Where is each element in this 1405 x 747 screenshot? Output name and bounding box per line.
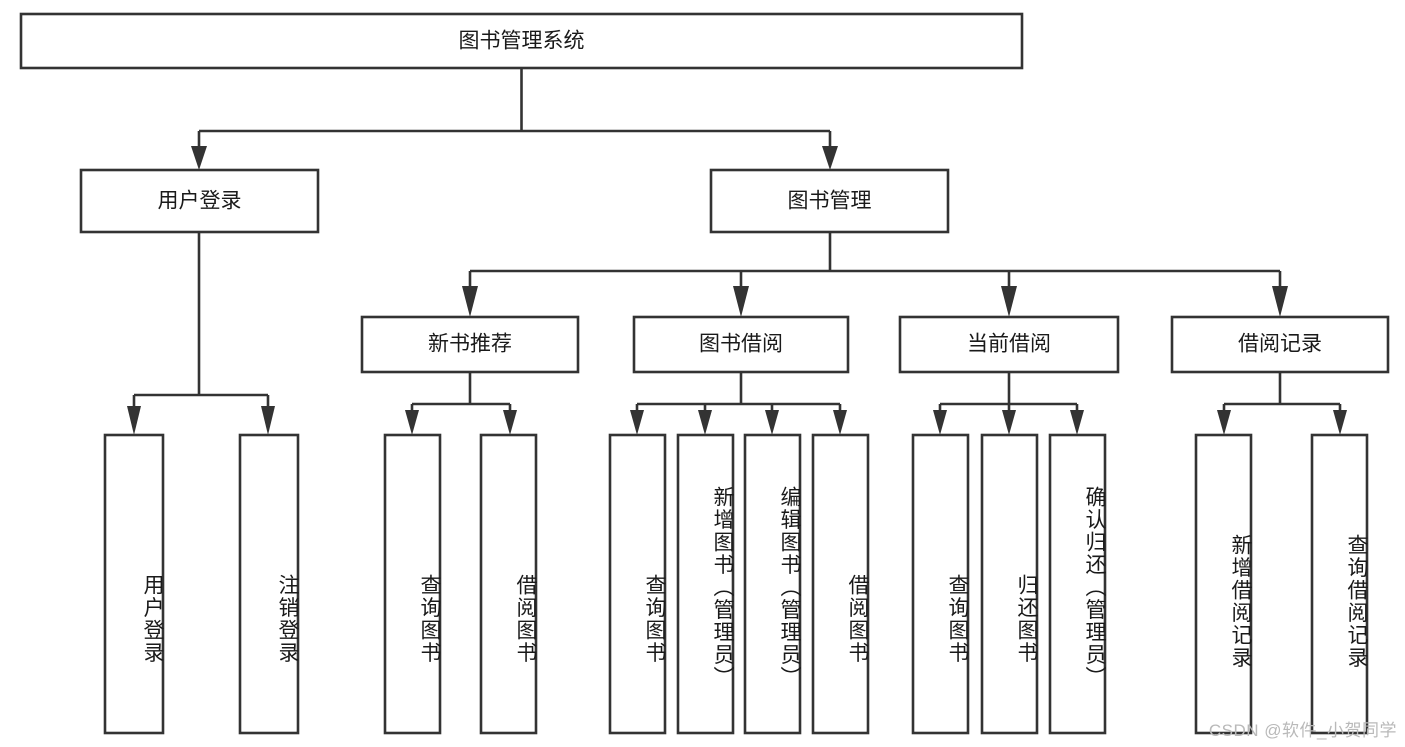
arrow-leaf-query-book-1 <box>405 410 419 435</box>
arrow-leaf-confirm-return <box>1070 410 1084 435</box>
arrow-to-current-borrow <box>1001 286 1017 317</box>
node-box-leaf-add-book[interactable] <box>676 433 735 735</box>
node-box-leaf-query-book-2[interactable] <box>608 433 667 735</box>
arrow-to-book-borrow <box>733 286 749 317</box>
node-label-book-borrow: 图书借阅 <box>699 333 783 356</box>
node-label-current-borrow: 当前借阅 <box>967 333 1051 356</box>
arrow-leaf-query-book-2 <box>630 410 644 435</box>
node-box-leaf-add-record[interactable] <box>1194 433 1253 735</box>
node-box-leaf-logout-login[interactable] <box>238 433 300 735</box>
connector-layer <box>127 68 1347 435</box>
arrow-leaf-borrow-book-1 <box>503 410 517 435</box>
node-box-root[interactable] <box>19 12 1024 70</box>
node-box-leaf-user-login[interactable] <box>103 433 165 735</box>
arrow-leaf-query-book-3 <box>933 410 947 435</box>
arrow-leaf-edit-book <box>765 410 779 435</box>
node-layer: 图书管理系统 用户登录 图书管理 新书推荐 图书借阅 当前借阅 借阅记录 <box>19 12 1390 735</box>
node-box-book-borrow[interactable] <box>632 315 850 374</box>
node-label-user-login: 用户登录 <box>158 190 242 213</box>
node-box-leaf-confirm-return[interactable] <box>1048 433 1107 735</box>
node-box-leaf-borrow-book-1[interactable] <box>479 433 538 735</box>
node-box-current-borrow[interactable] <box>898 315 1120 374</box>
node-box-user-login[interactable] <box>79 168 320 234</box>
node-box-book-management[interactable] <box>709 168 950 234</box>
node-label-root: 图书管理系统 <box>459 30 585 53</box>
node-box-leaf-return-book[interactable] <box>980 433 1039 735</box>
node-box-leaf-query-record[interactable] <box>1310 433 1369 735</box>
arrow-leaf-borrow-book-2 <box>833 410 847 435</box>
node-box-new-book-recommend[interactable] <box>360 315 580 374</box>
arrow-leaf-logout-login <box>261 406 275 435</box>
arrow-leaf-add-book <box>698 410 712 435</box>
arrow-leaf-add-record <box>1217 410 1231 435</box>
node-label-new-book-recommend: 新书推荐 <box>428 333 512 356</box>
arrow-to-borrow-record <box>1272 286 1288 317</box>
arrow-leaf-query-record <box>1333 410 1347 435</box>
arrow-leaf-return-book <box>1002 410 1016 435</box>
node-label-borrow-record: 借阅记录 <box>1238 333 1322 356</box>
arrow-to-book-management <box>822 146 838 170</box>
arrow-leaf-user-login <box>127 406 141 435</box>
node-box-leaf-edit-book[interactable] <box>743 433 802 735</box>
arrow-to-new-book-recommend <box>462 286 478 317</box>
arrow-to-user-login <box>191 146 207 170</box>
node-box-leaf-query-book-1[interactable] <box>383 433 442 735</box>
node-box-leaf-query-book-3[interactable] <box>911 433 970 735</box>
node-label-book-management: 图书管理 <box>788 190 872 213</box>
node-box-borrow-record[interactable] <box>1170 315 1390 374</box>
node-box-leaf-borrow-book-2[interactable] <box>811 433 870 735</box>
csdn-watermark: CSDN @软件_小贺同学 <box>1208 721 1397 740</box>
